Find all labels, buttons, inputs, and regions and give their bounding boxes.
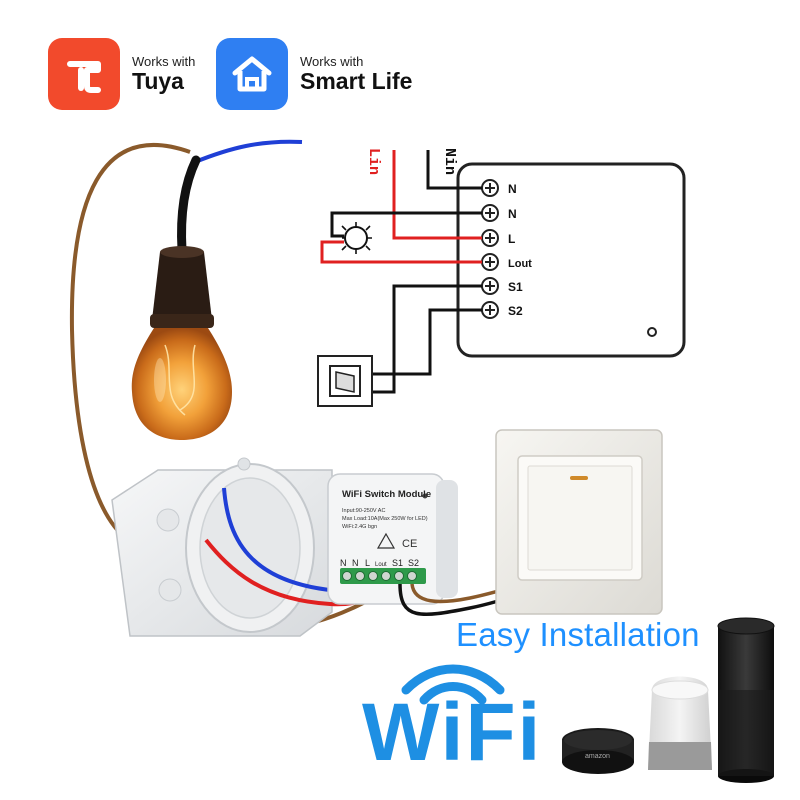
blue-wire-box xyxy=(222,487,361,594)
bulb-socket xyxy=(150,246,214,328)
module-terminal-l: L xyxy=(365,558,370,568)
wifi-switch-module: WiFi Switch Module Input:90-250V AC Max … xyxy=(327,473,458,605)
diagram-terminal-s2: S2 xyxy=(508,304,523,318)
smart-life-badge: Works with Smart Life xyxy=(216,38,412,110)
module-ce-mark: CE xyxy=(402,538,417,550)
diagram-label-nin: Nin xyxy=(441,148,458,175)
diagram-label-lin: Lin xyxy=(365,148,382,175)
module-terminal-n2: N xyxy=(352,558,359,568)
switch-indicator xyxy=(570,476,588,480)
diagram-wire-nin xyxy=(426,150,482,190)
warning-icon xyxy=(376,532,396,549)
diagram-terminal-n1: N xyxy=(508,182,517,196)
diagram-lamp-icon xyxy=(341,222,372,254)
smart-life-name: Smart Life xyxy=(300,67,413,94)
wifi-signal-icon xyxy=(401,664,505,705)
module-terminal-s1: S1 xyxy=(392,558,403,568)
light-bulb xyxy=(131,328,232,440)
wiring-diagram: N N L Lout S1 S2 Nin Lin xyxy=(317,148,686,407)
diagram-module-outline xyxy=(456,162,686,358)
module-title: WiFi Switch Module xyxy=(342,489,431,500)
tuya-logo-icon xyxy=(48,38,120,110)
tagline-easy-installation: Easy Installation xyxy=(456,616,700,653)
diagram-wire-lout-lamp xyxy=(320,240,482,264)
junction-box xyxy=(111,457,333,637)
diagram-wire-lin xyxy=(392,150,482,240)
wifi-wordmark: WiFi xyxy=(362,687,543,778)
brown-wire-left xyxy=(69,143,191,542)
module-spec-load: Max Load:10A(Max 250W for LED) xyxy=(342,516,428,522)
tuya-works-with: Works with xyxy=(132,54,196,70)
amazon-echo-speaker xyxy=(717,617,775,783)
module-spec-wifi: WiFi:2.4G bgn xyxy=(342,524,377,530)
smart-life-logo-icon xyxy=(216,38,288,110)
module-terminal-s2: S2 xyxy=(408,558,419,568)
diagram-terminal-lout: Lout xyxy=(508,258,532,270)
echo-dot-speaker: amazon xyxy=(562,728,634,774)
diagram-wire-s2 xyxy=(372,308,482,376)
diagram-terminal-s1: S1 xyxy=(508,280,523,294)
tuya-name: Tuya xyxy=(132,67,184,94)
blue-wire-top xyxy=(194,139,303,164)
google-home-speaker xyxy=(648,676,712,770)
module-terminal-lout: Lout xyxy=(375,562,387,568)
tuya-badge: Works with Tuya xyxy=(48,38,195,110)
module-spec-input: Input:90-250V AC xyxy=(342,508,385,514)
module-terminal-n1: N xyxy=(340,558,347,568)
bulb-cable xyxy=(177,155,201,255)
wall-switch xyxy=(495,429,663,615)
diagram-terminal-l: L xyxy=(508,232,515,246)
diagram-wire-n-lamp xyxy=(330,211,482,238)
smart-life-works-with: Works with xyxy=(300,54,364,70)
speaker-brand-label: amazon xyxy=(585,753,610,760)
diagram-switch-icon xyxy=(317,355,373,407)
diagram-terminal-n2: N xyxy=(508,207,517,221)
diagram-wire-s1 xyxy=(372,284,482,394)
